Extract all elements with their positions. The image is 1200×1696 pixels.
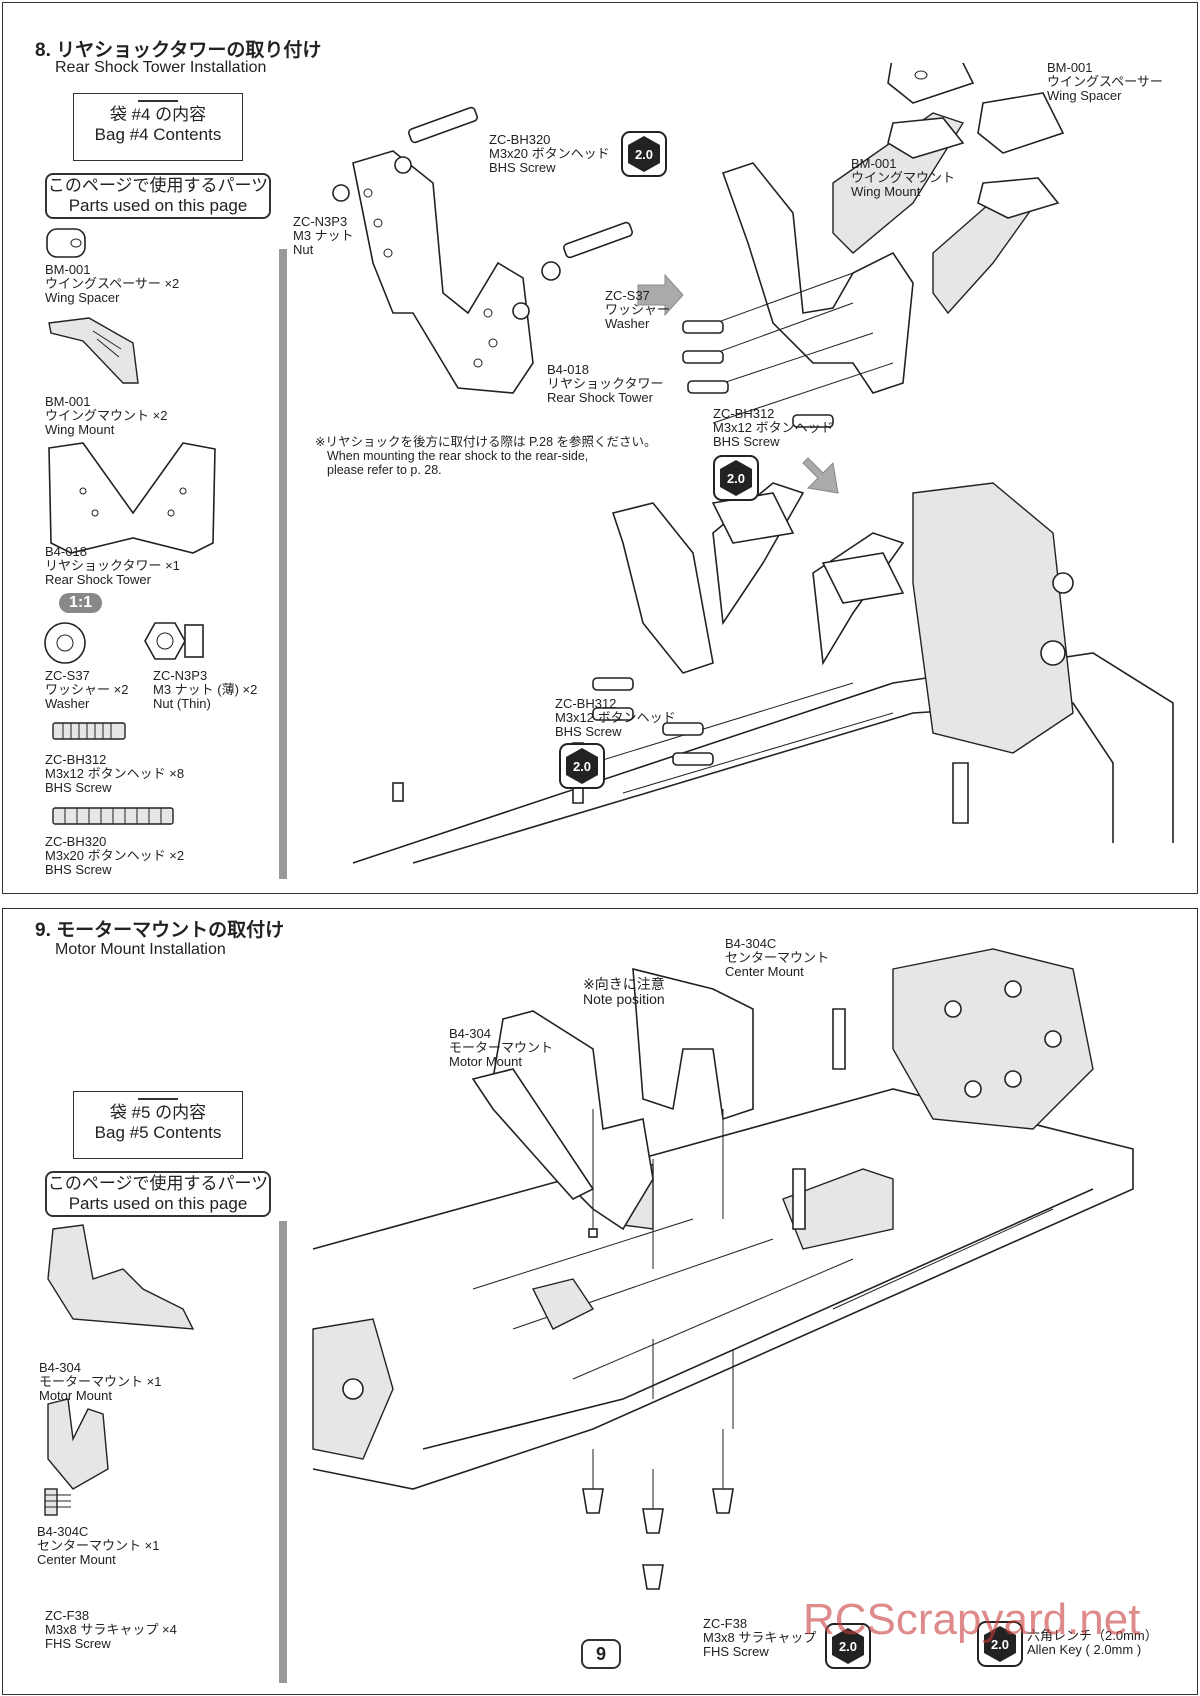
divider-bar bbox=[279, 249, 287, 879]
parts-used-jp: このページで使用するパーツ bbox=[47, 176, 269, 195]
page-number: 9 bbox=[581, 1639, 621, 1669]
bag5-en: Bag #5 Contents bbox=[94, 1123, 222, 1142]
parts-used-en: Parts used on this page bbox=[68, 196, 248, 215]
rear-shock-note: ※リヤショックを後方に取付ける際は P.28 を参照ください。When moun… bbox=[315, 435, 657, 477]
svg-text:2.0: 2.0 bbox=[839, 1639, 857, 1654]
step8-panel: 8. リヤショックタワーの取り付け Rear Shock Tower Insta… bbox=[2, 2, 1198, 894]
parts-used-box: このページで使用するパーツ Parts used on this page bbox=[45, 173, 271, 219]
allen-key-2mm-icon: 2.0 bbox=[825, 1623, 871, 1669]
svg-text:2.0: 2.0 bbox=[991, 1637, 1009, 1652]
step8-title: 8. リヤショックタワーの取り付け bbox=[35, 40, 322, 61]
svg-text:2.0: 2.0 bbox=[727, 471, 745, 486]
svg-text:2.0: 2.0 bbox=[573, 759, 591, 774]
allen-key-2mm-icon: 2.0 bbox=[621, 131, 667, 177]
bag5-box: 袋 #5 の内容 Bag #5 Contents bbox=[73, 1091, 243, 1159]
parts-list-art bbox=[44, 228, 216, 825]
parts-used-box: このページで使用するパーツ Parts used on this page bbox=[45, 1171, 271, 1217]
allen-key-2mm-icon: 2.0 bbox=[977, 1621, 1023, 1667]
scale-badge: 1:1 bbox=[59, 593, 103, 613]
step9-panel: 9. モーターマウントの取付け Motor Mount Installation… bbox=[2, 908, 1198, 1695]
parts-used-jp: このページで使用するパーツ bbox=[47, 1174, 269, 1193]
parts-list-art bbox=[44, 1224, 195, 1516]
step9-title: 9. モーターマウントの取付け bbox=[35, 920, 285, 941]
parts-used-en: Parts used on this page bbox=[68, 1194, 248, 1213]
bag4-en: Bag #4 Contents bbox=[94, 125, 222, 144]
step8-assembly-diagram bbox=[332, 63, 1174, 864]
allen-key-label: 六角レンチ（2.0mm）Allen Key ( 2.0mm ) bbox=[1027, 1628, 1158, 1657]
bag4-box: 袋 #4 の内容 Bag #4 Contents bbox=[73, 93, 243, 161]
bag5-title: 袋 #5 の内容 bbox=[109, 1103, 207, 1122]
step9-assembly-diagram bbox=[312, 948, 1134, 1590]
step9-subtitle: Motor Mount Installation bbox=[55, 941, 226, 958]
allen-key-2mm-icon: 2.0 bbox=[713, 455, 759, 501]
bag4-title: 袋 #4 の内容 bbox=[109, 105, 207, 124]
divider-bar bbox=[279, 1221, 287, 1683]
step8-subtitle: Rear Shock Tower Installation bbox=[55, 59, 267, 76]
svg-text:2.0: 2.0 bbox=[635, 147, 653, 162]
watermark: RCScrapyard.net bbox=[803, 1595, 1141, 1644]
allen-key-2mm-icon: 2.0 bbox=[559, 743, 605, 789]
